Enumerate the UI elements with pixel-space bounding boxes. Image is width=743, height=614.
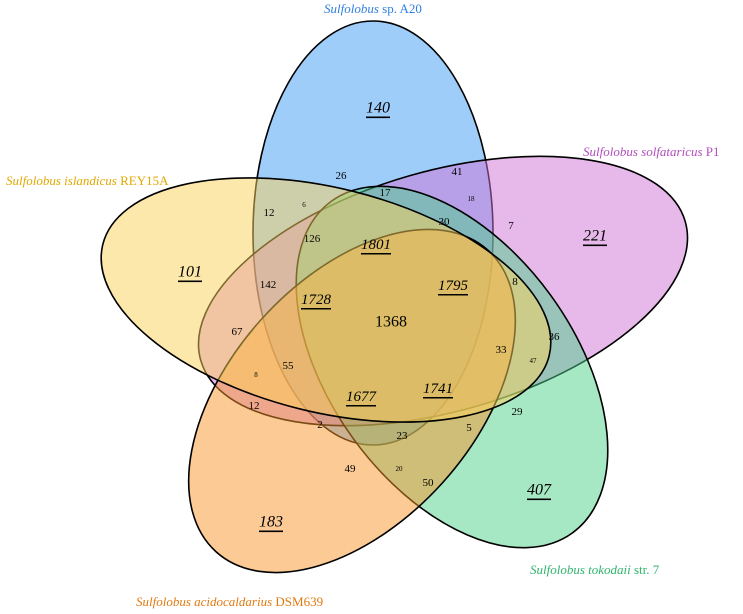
count-47: 47 <box>530 357 538 365</box>
count-aci-only: 183 <box>259 514 283 531</box>
count-1795: 1795 <box>438 278 469 294</box>
count-tok-only: 407 <box>527 482 552 499</box>
count-12-bottom: 12 <box>249 400 260 412</box>
count-20: 20 <box>396 465 404 473</box>
count-126: 126 <box>304 233 321 245</box>
set-label-isl-rest: REY15A <box>117 173 169 188</box>
set-ellipses <box>100 20 689 574</box>
count-33: 33 <box>496 344 508 356</box>
count-2: 2 <box>317 419 323 431</box>
set-label-tok: Sulfolobus tokodaii str. 7 <box>530 562 660 577</box>
count-8-right: 8 <box>512 276 518 288</box>
set-label-a20: Sulfolobus sp. A20 <box>324 1 422 16</box>
count-isl-only: 101 <box>178 264 202 281</box>
count-1741: 1741 <box>423 381 453 397</box>
set-label-a20-italic: Sulfolobus <box>324 1 379 16</box>
count-8-left: 8 <box>254 371 258 379</box>
count-all-five: 1368 <box>375 314 407 331</box>
count-36: 36 <box>549 331 561 343</box>
count-1801: 1801 <box>361 237 391 253</box>
count-7: 7 <box>508 220 514 232</box>
set-label-isl-italic: Sulfolobus islandicus <box>6 173 117 188</box>
count-18: 18 <box>468 195 476 203</box>
set-label-aci-rest: DSM639 <box>272 594 323 609</box>
set-label-p1: Sulfolobus solfataricus P1 <box>583 144 720 159</box>
set-label-isl: Sulfolobus islandicus REY15A <box>6 173 169 188</box>
count-1728: 1728 <box>301 292 332 308</box>
set-label-tok-italic: Sulfolobus tokodaii <box>530 562 631 577</box>
count-30: 30 <box>439 216 451 228</box>
count-50: 50 <box>423 477 435 489</box>
count-12-top: 12 <box>264 207 275 219</box>
count-41: 41 <box>452 166 463 178</box>
set-label-p1-italic: Sulfolobus solfataricus <box>583 144 703 159</box>
count-17: 17 <box>380 187 392 199</box>
count-67: 67 <box>232 326 244 338</box>
count-142: 142 <box>260 279 277 291</box>
count-29: 29 <box>512 406 524 418</box>
set-label-a20-rest: sp. A20 <box>379 1 422 16</box>
count-a20-only: 140 <box>366 100 390 117</box>
count-1677: 1677 <box>346 389 378 405</box>
set-ellipse-isl <box>100 177 552 423</box>
set-label-p1-rest: P1 <box>703 144 720 159</box>
set-label-aci-italic: Sulfolobus acidocaldarius <box>136 594 272 609</box>
count-p1-only: 221 <box>583 228 607 245</box>
count-23: 23 <box>397 430 409 442</box>
set-label-tok-rest: str. 7 <box>631 562 660 577</box>
region-counts: 140 221 407 183 101 1368 1801 1795 1741 … <box>178 100 607 531</box>
count-6: 6 <box>302 201 306 209</box>
count-55: 55 <box>283 360 295 372</box>
count-5: 5 <box>466 422 472 434</box>
set-label-aci: Sulfolobus acidocaldarius DSM639 <box>136 594 323 609</box>
count-49: 49 <box>345 463 357 475</box>
count-26: 26 <box>336 170 348 182</box>
